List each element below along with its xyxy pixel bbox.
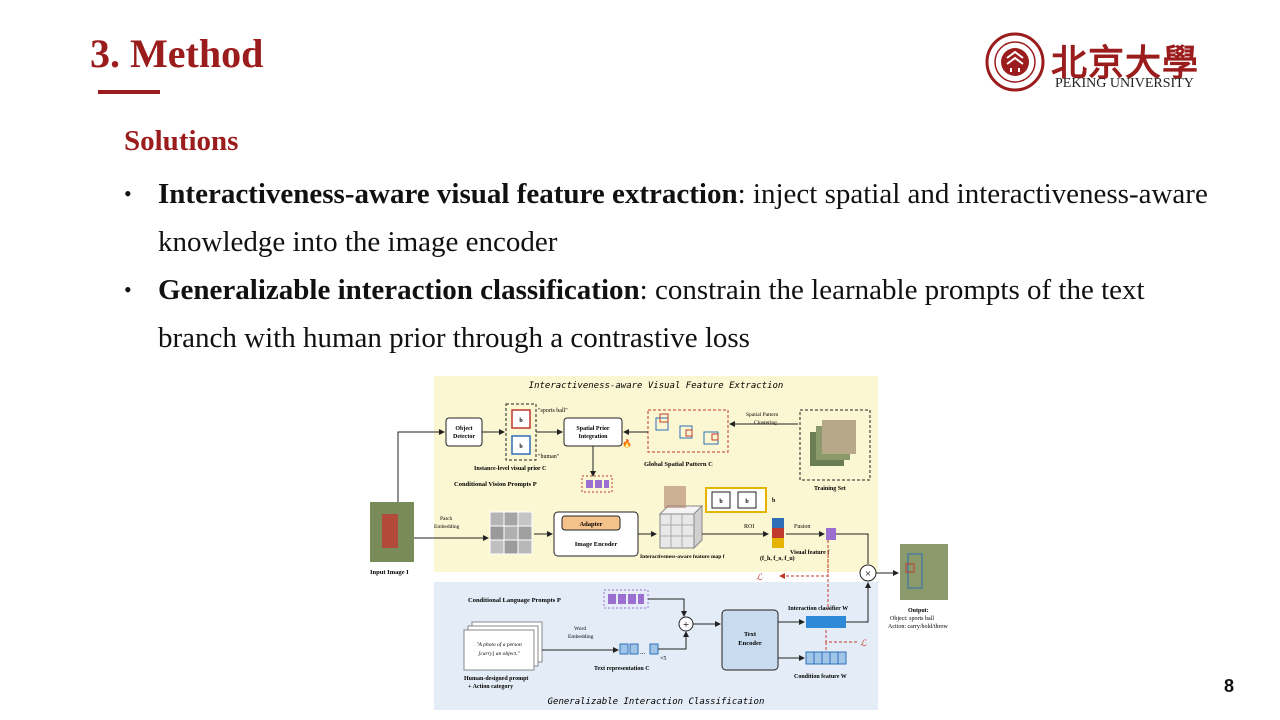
bullet-item: • Generalizable interaction classificati… — [118, 266, 1208, 362]
university-english-name: PEKING UNIVERSITY — [1055, 76, 1194, 91]
conditional-language-label: Conditional Language Prompts P — [468, 597, 561, 604]
page-number: 8 — [1224, 676, 1235, 696]
fusion-label: Fusion — [794, 524, 810, 530]
visual-feature-block — [826, 528, 836, 540]
peking-university-logo: 北京大學 PEKING UNIVERSITY — [985, 30, 1205, 96]
bullet-dot: • — [124, 181, 132, 206]
spatial-prior-box — [563, 417, 623, 447]
bottom-section-title: Generalizable Interaction Classification — [548, 697, 765, 707]
slide-title: 3. Method — [90, 31, 264, 76]
object-detector-label: Object — [455, 426, 472, 432]
university-seal-icon — [985, 32, 1045, 92]
action-category-label: + Action category — [468, 684, 513, 690]
union-bbox-label: b — [772, 498, 776, 504]
image-encoder-label: Image Encoder — [575, 541, 618, 548]
feature-map-cube — [658, 504, 704, 550]
bullet-body-text: : inject spatial and interactiveness-awa… — [158, 178, 1208, 258]
sports-ball-label: "sports ball" — [538, 408, 568, 414]
patch-embedding-label: Patch — [440, 516, 452, 522]
bullet-bold-text: Interactiveness-aware visual feature ext… — [158, 178, 738, 210]
svg-text:b: b — [519, 444, 523, 450]
svg-text:Embedding: Embedding — [434, 524, 460, 530]
svg-text:b: b — [719, 499, 723, 505]
output-label: Output: — [908, 608, 929, 614]
global-spatial-label: Global Spatial Pattern C — [644, 461, 713, 468]
human-label: "human" — [538, 454, 560, 460]
text-encoder-box — [721, 609, 779, 671]
trainable-fire-icon: 🔥 — [622, 438, 632, 448]
fused-feature-stack — [772, 538, 784, 548]
object-detector-box — [445, 417, 483, 447]
global-spatial-pattern-box — [647, 409, 729, 453]
bullet-item: • Interactiveness-aware visual feature e… — [118, 170, 1208, 266]
vision-prompts-box — [581, 475, 613, 493]
patch-grid — [489, 511, 533, 555]
conditional-vision-label: Conditional Vision Prompts P — [454, 481, 537, 488]
university-chinese-name: 北京大學 — [1051, 42, 1200, 84]
svg-text:Encoder: Encoder — [738, 640, 762, 647]
top-section-title: Interactiveness-aware Visual Feature Ext… — [529, 381, 784, 391]
bullet-list: • Interactiveness-aware visual feature e… — [118, 170, 1208, 362]
svg-text:Text: Text — [744, 631, 757, 638]
svg-text:Embedding: Embedding — [568, 634, 594, 640]
feature-map-thumbnail — [664, 486, 686, 508]
method-diagram: Interactiveness-aware Visual Feature Ext… — [370, 376, 948, 710]
input-image-label: Input Image I — [370, 569, 409, 576]
cc-loss-label: ℒ — [860, 638, 867, 648]
svg-text:+: + — [683, 619, 689, 631]
spatial-clustering-label: Spatial Pattern — [746, 412, 778, 418]
prompt-card-stack — [463, 629, 535, 671]
output-action: Action: carry/hold/throw — [888, 624, 948, 630]
training-set-label: Training Set — [814, 486, 846, 492]
object-bbox — [511, 409, 531, 429]
title-underline — [98, 90, 160, 94]
bullet-bold-text: Generalizable interaction classification — [158, 274, 640, 306]
svg-text:...: ... — [640, 648, 646, 656]
svg-text:Integration: Integration — [579, 434, 609, 440]
input-image-person — [382, 514, 398, 548]
visual-feature-label: Visual feature f — [790, 550, 830, 556]
interaction-classifier-blocks — [806, 616, 846, 628]
text-token-blocks — [649, 643, 659, 655]
svg-text:b: b — [519, 418, 523, 424]
svg-text:"A photo of a person: "A photo of a person — [476, 641, 522, 648]
svg-text:Spatial Prior: Spatial Prior — [576, 426, 610, 432]
word-embedding-label: Word — [574, 626, 586, 632]
human-designed-label: Human-designed prompt — [464, 676, 528, 682]
training-set-box — [799, 409, 871, 481]
human-bbox — [511, 435, 531, 455]
training-image-stack — [822, 420, 856, 454]
cls-loss-label: ℒ — [756, 572, 763, 582]
svg-text:Clustering: Clustering — [754, 420, 777, 426]
condition-feature-blocks — [805, 651, 847, 665]
condition-feature-label: Condition feature W — [794, 674, 847, 680]
feature-tuple-label: (f_h, f_o, f_u) — [760, 555, 795, 562]
svg-text:Detector: Detector — [453, 434, 475, 440]
output-object: Object: sports ball — [890, 616, 934, 622]
bullet-dot: • — [124, 277, 132, 302]
svg-text:b: b — [745, 499, 749, 505]
interaction-classifier-label: Interaction classifier W — [788, 606, 848, 612]
instance-prior-label: Instance-level visual prior C — [474, 466, 546, 472]
section-subtitle: Solutions — [124, 125, 239, 157]
times-five-label: ×5 — [660, 656, 666, 662]
feature-map-label: Interactiveness-aware feature map f — [640, 554, 725, 560]
bullet-body-text: : constrain the learnable prompts of the… — [158, 274, 1145, 354]
svg-text:×: × — [865, 568, 871, 580]
adapter-label: Adapter — [579, 521, 602, 528]
text-representation-label: Text representation C — [594, 666, 650, 672]
adapter-box — [561, 515, 621, 531]
svg-text:[carry] an object.": [carry] an object." — [478, 651, 520, 657]
roi-label: ROI — [744, 524, 754, 530]
